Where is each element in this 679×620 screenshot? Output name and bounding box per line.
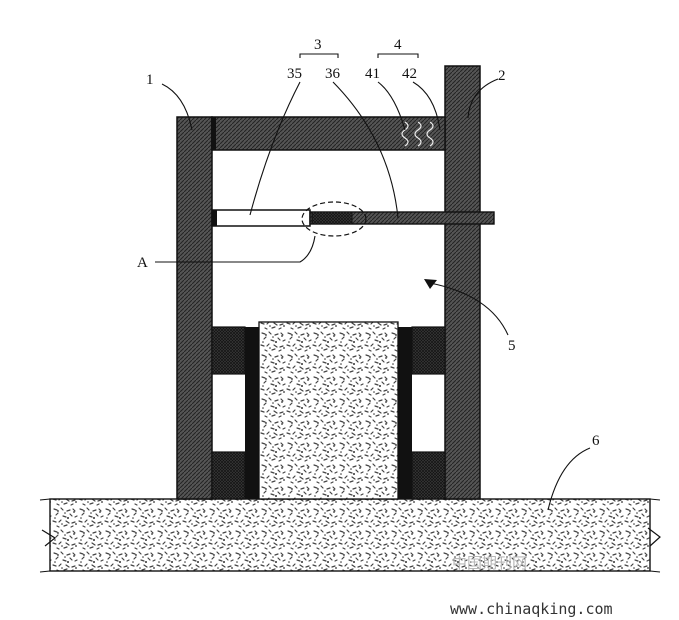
label-1: 1 xyxy=(146,72,154,88)
label-2: 2 xyxy=(498,68,506,84)
label-5: 5 xyxy=(508,338,516,354)
right-lower-block xyxy=(411,451,446,500)
right-upper-block xyxy=(411,326,446,375)
arrow-5 xyxy=(424,279,437,289)
right-strip xyxy=(398,327,412,499)
leader-lines xyxy=(155,53,591,511)
connector-42 xyxy=(426,121,434,147)
right-column xyxy=(444,65,481,500)
watermark-url: www.chinaqking.com xyxy=(450,600,613,618)
sleeve xyxy=(311,211,353,225)
top-beam xyxy=(211,116,446,151)
beam-joint xyxy=(211,117,216,150)
bar-35 xyxy=(211,209,311,227)
break-line xyxy=(41,527,661,547)
ground-slab xyxy=(49,498,651,572)
connector-41 xyxy=(401,121,409,147)
left-strip xyxy=(245,327,259,499)
central-column xyxy=(258,321,399,500)
left-upper-block xyxy=(211,326,246,375)
label-36: 36 xyxy=(325,66,341,82)
label-3: 3 xyxy=(314,37,322,53)
bar-36 xyxy=(309,211,495,225)
label-42: 42 xyxy=(402,66,417,82)
label-35: 35 xyxy=(287,66,302,82)
left-wall xyxy=(176,116,213,500)
left-lower-block xyxy=(211,451,246,500)
watermark-cn: 中国期刊网 xyxy=(452,554,527,572)
label-4: 4 xyxy=(394,37,402,53)
label-41: 41 xyxy=(365,66,380,82)
label-a: A xyxy=(137,255,148,271)
detail-a-ellipse xyxy=(301,201,367,237)
label-6: 6 xyxy=(592,433,600,449)
